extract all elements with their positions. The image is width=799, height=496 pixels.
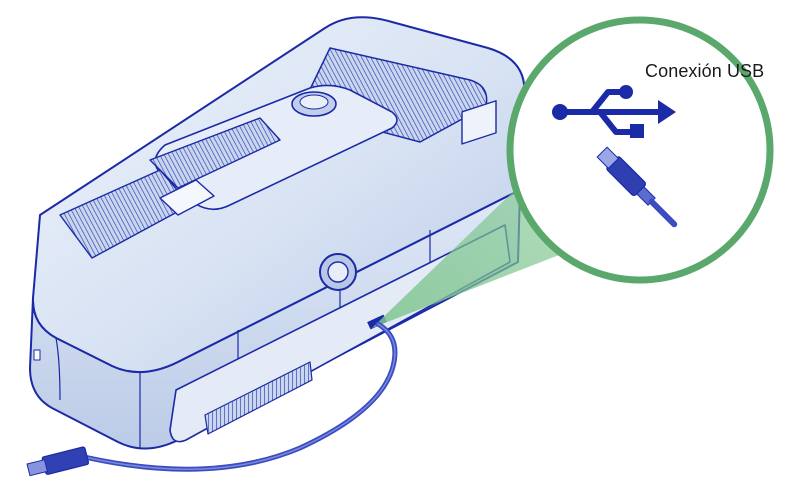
usb-cable-icon [26,321,398,477]
card-output-slot [159,179,215,216]
card-printer-icon [29,16,526,450]
usb-plug-icon [596,146,678,228]
vent-bank-front [204,361,313,435]
callout-label: Conexión USB [645,61,765,81]
vent-bank-center [149,117,281,189]
usb-icon [552,85,676,138]
callout-magnifier [506,16,774,284]
callout-ring [506,16,774,284]
side-label [461,100,497,145]
usb-plug-end [26,446,90,477]
